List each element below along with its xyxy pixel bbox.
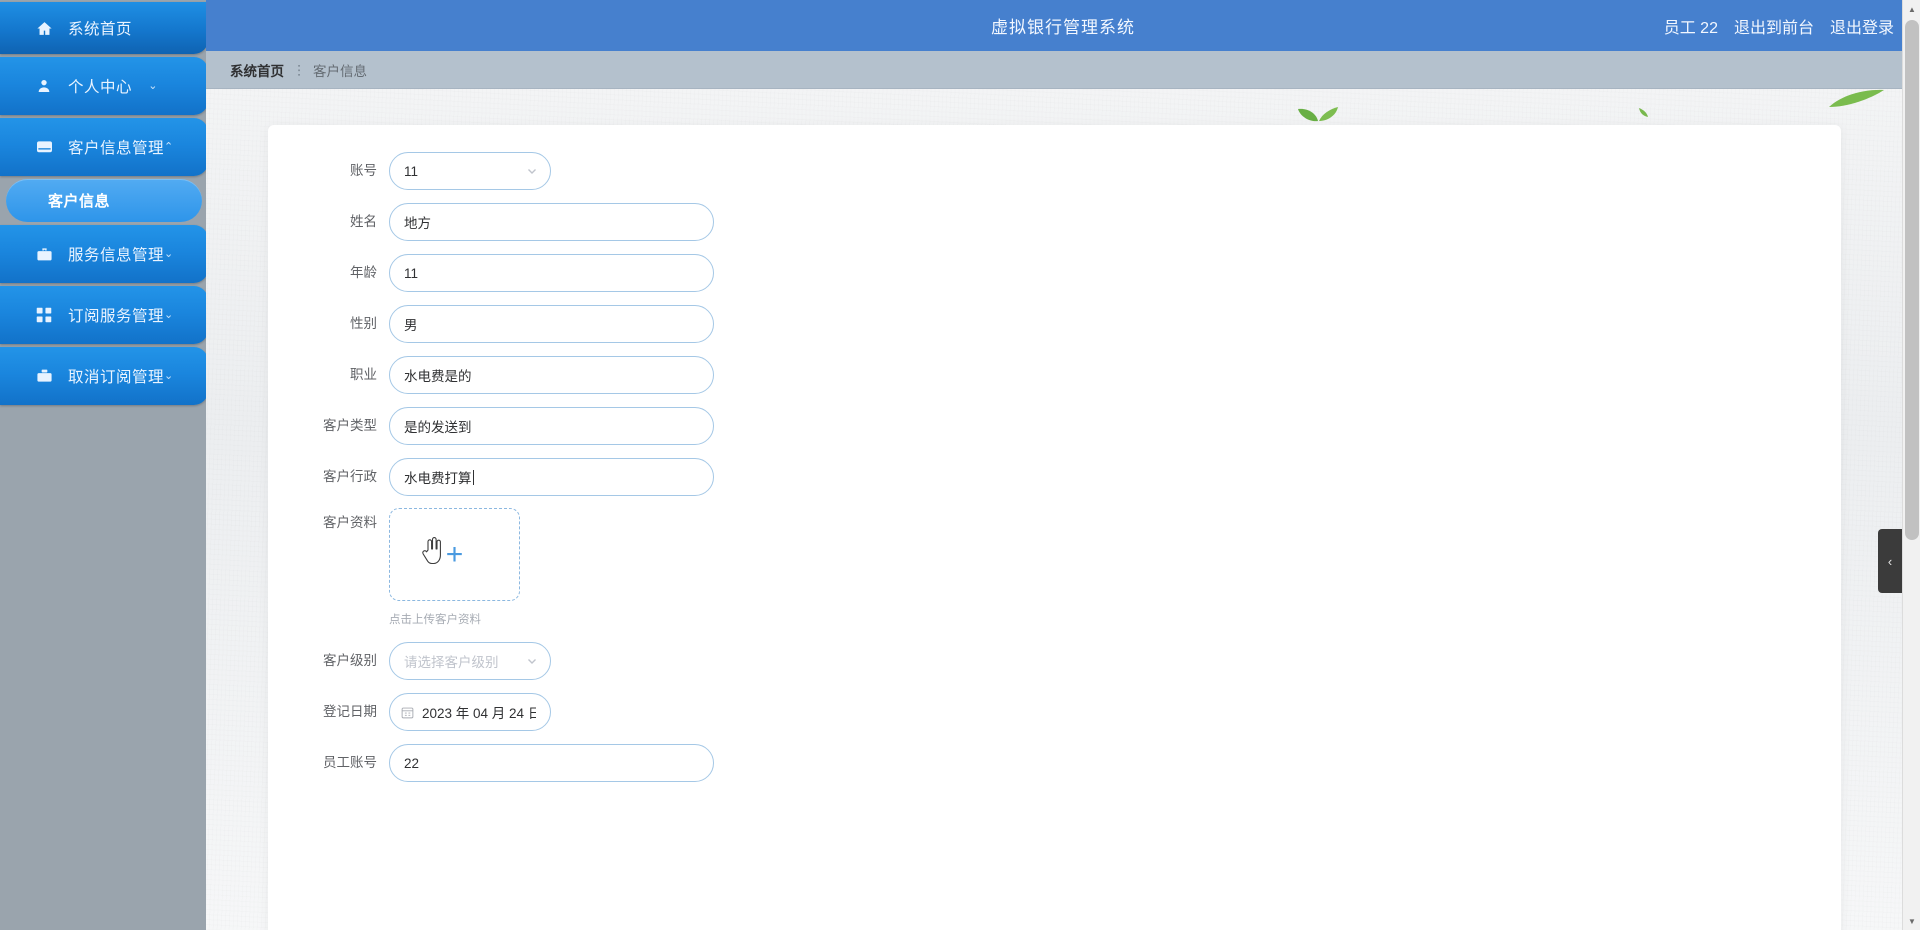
- chevron-down-icon: [526, 655, 538, 667]
- sidebar-item-label: 个人中心: [68, 79, 133, 96]
- form-row-customer-type: 客户类型 是的发送到: [268, 406, 1841, 446]
- main-area: 虚拟银行管理系统 员工 22 退出到前台 退出登录 系统首页 ⋮ 客户信息: [206, 0, 1920, 930]
- sidebar: 系统首页 个人中心 ⌄ 客户信息管理 ⌃ 客户信息 服务信息管理 ⌄: [0, 0, 206, 930]
- mouse-pointer-hand-icon: [422, 537, 441, 565]
- plus-icon: +: [445, 537, 464, 571]
- page-scrollbar[interactable]: ▲ ▼: [1902, 0, 1920, 930]
- breadcrumb: 系统首页 ⋮ 客户信息: [206, 51, 1920, 89]
- chevron-left-icon: ‹: [1887, 553, 1893, 569]
- sidebar-item-customer-info-mgmt[interactable]: 客户信息管理 ⌃: [0, 118, 206, 176]
- field-label: 客户资料: [323, 515, 377, 530]
- home-icon: [34, 18, 54, 38]
- breadcrumb-current: 客户信息: [313, 63, 367, 79]
- case-icon: [34, 366, 54, 386]
- app-title: 虚拟银行管理系统: [991, 18, 1135, 37]
- customer-type-input[interactable]: 是的发送到: [389, 407, 714, 445]
- form-row-name: 姓名 地方: [268, 202, 1841, 242]
- account-select[interactable]: 11: [389, 152, 551, 190]
- account-select-value: 11: [404, 163, 419, 179]
- occupation-input-value: 水电费是的: [404, 369, 472, 384]
- logout-link[interactable]: 退出登录: [1829, 19, 1894, 37]
- user-icon: [34, 76, 54, 96]
- field-label: 客户类型: [323, 418, 377, 433]
- staff-account-input[interactable]: 22: [389, 744, 714, 782]
- breadcrumb-separator-icon: ⋮: [293, 61, 305, 78]
- customer-info-form: 账号 11 姓名 地方: [268, 125, 1841, 783]
- sidebar-item-label: 取消订阅管理: [68, 369, 165, 386]
- scroll-up-arrow[interactable]: ▲: [1903, 0, 1920, 18]
- field-label: 账号: [350, 163, 377, 178]
- sidebar-item-customer-info[interactable]: 客户信息: [6, 179, 202, 222]
- gender-input-value: 男: [404, 318, 418, 333]
- sidebar-item-personal-center[interactable]: 个人中心 ⌄: [0, 57, 206, 115]
- window-icon: [34, 137, 54, 157]
- panel-collapse-toggle[interactable]: ‹: [1878, 529, 1902, 593]
- customer-level-select[interactable]: 请选择客户级别: [389, 642, 551, 680]
- field-label: 客户行政: [323, 469, 377, 484]
- register-date-value: 2023 年 04 月 24 日: [422, 706, 536, 721]
- customer-type-input-value: 是的发送到: [404, 420, 472, 435]
- customer-admin-input[interactable]: 水电费打算: [389, 458, 714, 496]
- chevron-down-icon: ⌄: [148, 79, 158, 92]
- text-caret: [472, 469, 474, 485]
- chevron-down-icon: ⌄: [164, 369, 174, 382]
- scroll-down-arrow[interactable]: ▼: [1903, 912, 1920, 930]
- sidebar-item-cancel-subscription-mgmt[interactable]: 取消订阅管理 ⌄: [0, 347, 206, 405]
- scroll-thumb[interactable]: [1905, 20, 1919, 540]
- form-row-customer-files: 客户资料 +: [268, 508, 1841, 601]
- name-input[interactable]: 地方: [389, 203, 714, 241]
- form-row-gender: 性别 男: [268, 304, 1841, 344]
- field-label: 登记日期: [323, 704, 377, 719]
- sidebar-item-home[interactable]: 系统首页: [0, 2, 206, 54]
- leaf-decoration-icon: [1829, 89, 1884, 107]
- content-canvas: ✕ 账号 11: [206, 89, 1920, 930]
- customer-level-placeholder: 请选择客户级别: [404, 655, 499, 670]
- form-row-register-date: 登记日期 2023 年 04 月 24 日: [268, 692, 1841, 732]
- sidebar-item-subscription-mgmt[interactable]: 订阅服务管理 ⌄: [0, 286, 206, 344]
- form-row-customer-admin: 客户行政 水电费打算: [268, 457, 1841, 497]
- sidebar-item-label: 服务信息管理: [68, 247, 165, 264]
- field-label: 年龄: [350, 265, 377, 280]
- form-row-occupation: 职业 水电费是的: [268, 355, 1841, 395]
- chevron-down-icon: [526, 165, 538, 177]
- briefcase-icon: [34, 244, 54, 264]
- form-row-age: 年龄 11: [268, 253, 1841, 293]
- name-input-value: 地方: [404, 216, 431, 231]
- form-row-customer-level: 客户级别 请选择客户级别: [268, 641, 1841, 681]
- field-label: 职业: [350, 367, 377, 382]
- sidebar-item-label: 客户信息管理: [68, 140, 165, 157]
- field-label: 姓名: [350, 214, 377, 229]
- sidebar-item-service-info-mgmt[interactable]: 服务信息管理 ⌄: [0, 225, 206, 283]
- age-input[interactable]: 11: [389, 254, 714, 292]
- upload-dropzone[interactable]: +: [389, 508, 520, 601]
- exit-to-frontend-link[interactable]: 退出到前台: [1733, 19, 1814, 37]
- sidebar-item-label: 订阅服务管理: [68, 308, 165, 325]
- field-label: 客户级别: [323, 653, 377, 668]
- age-input-value: 11: [404, 265, 419, 281]
- customer-admin-input-value: 水电费打算: [404, 471, 472, 486]
- field-label: 性别: [350, 316, 377, 331]
- grid-icon: [34, 305, 54, 325]
- register-date-picker[interactable]: 2023 年 04 月 24 日: [389, 693, 551, 731]
- field-label: 员工账号: [323, 755, 377, 770]
- chevron-up-icon: ⌃: [164, 140, 174, 153]
- chevron-down-icon: ⌄: [164, 308, 174, 321]
- staff-account-input-value: 22: [404, 755, 420, 771]
- current-user-label: 员工 22: [1663, 19, 1718, 37]
- customer-info-card: 账号 11 姓名 地方: [268, 125, 1841, 930]
- gender-input[interactable]: 男: [389, 305, 714, 343]
- leaf-decoration-icon: [1298, 107, 1338, 122]
- top-header: 虚拟银行管理系统 员工 22 退出到前台 退出登录: [206, 0, 1920, 51]
- calendar-icon: [401, 706, 415, 719]
- breadcrumb-home[interactable]: 系统首页: [230, 63, 284, 79]
- sidebar-item-label: 系统首页: [68, 21, 133, 38]
- form-row-staff-account: 员工账号 22: [268, 743, 1841, 783]
- chevron-down-icon: ⌄: [164, 247, 174, 260]
- leaf-decoration-icon: [1639, 108, 1648, 117]
- upload-hint-text: 点击上传客户资料: [389, 614, 481, 626]
- header-actions: 员工 22 退出到前台 退出登录: [1664, 0, 1894, 51]
- sidebar-subitem-label: 客户信息: [48, 193, 111, 210]
- occupation-input[interactable]: 水电费是的: [389, 356, 714, 394]
- form-row-account: 账号 11: [268, 151, 1841, 191]
